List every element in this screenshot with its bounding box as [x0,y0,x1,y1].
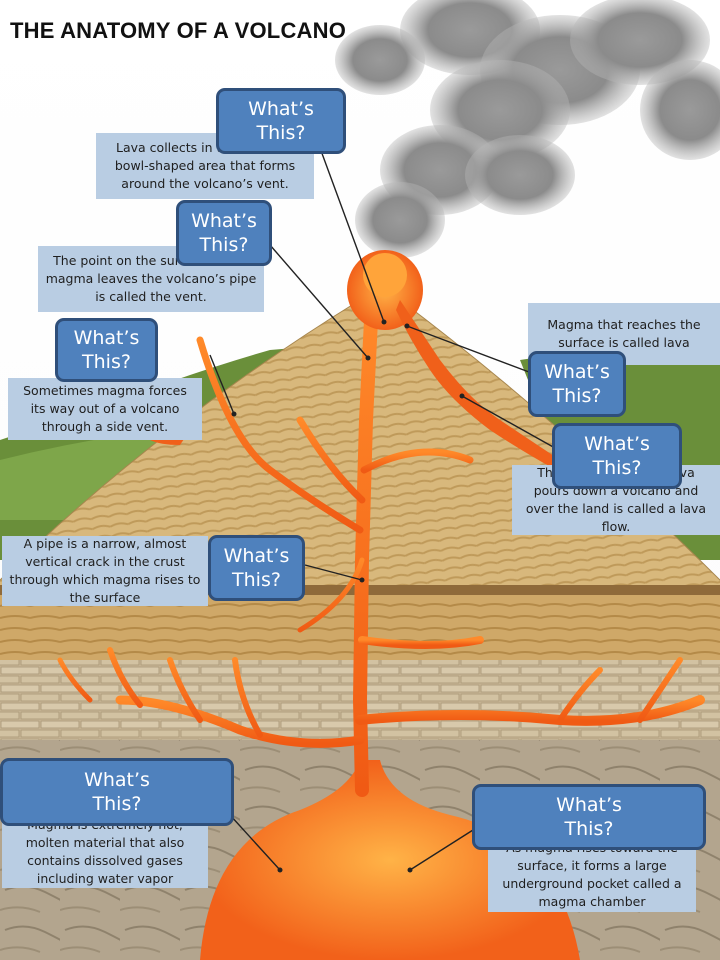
whats-this-magma-button[interactable]: What’s This? [0,758,234,826]
whats-this-magma-chamber-button[interactable]: What’s This? [472,784,706,850]
whats-this-pipe-button[interactable]: What’s This? [208,535,305,601]
leader-lines [209,147,556,873]
whats-this-vent-button[interactable]: What’s This? [176,200,272,266]
label-side-vent: Sometimes magma forces its way out of a … [8,378,202,440]
whats-this-lava-flow-button[interactable]: What’s This? [552,423,682,489]
lava-flow-shape [396,300,560,470]
whats-this-crater-button[interactable]: What’s This? [216,88,346,154]
label-vent: The point on the surface where magma lea… [38,246,264,312]
whats-this-lava-button[interactable]: What’s This? [528,351,626,417]
label-magma-chamber: As magma rises toward the surface, it fo… [488,838,696,912]
page-title: THE ANATOMY OF A VOLCANO [10,18,347,43]
magma-chamber-shape [200,760,580,960]
magma-pipe [57,293,705,797]
smoke-plume [335,0,720,258]
whats-this-side-vent-button[interactable]: What’s This? [55,318,158,382]
label-pipe: A pipe is a narrow, almost vertical crac… [2,536,208,606]
